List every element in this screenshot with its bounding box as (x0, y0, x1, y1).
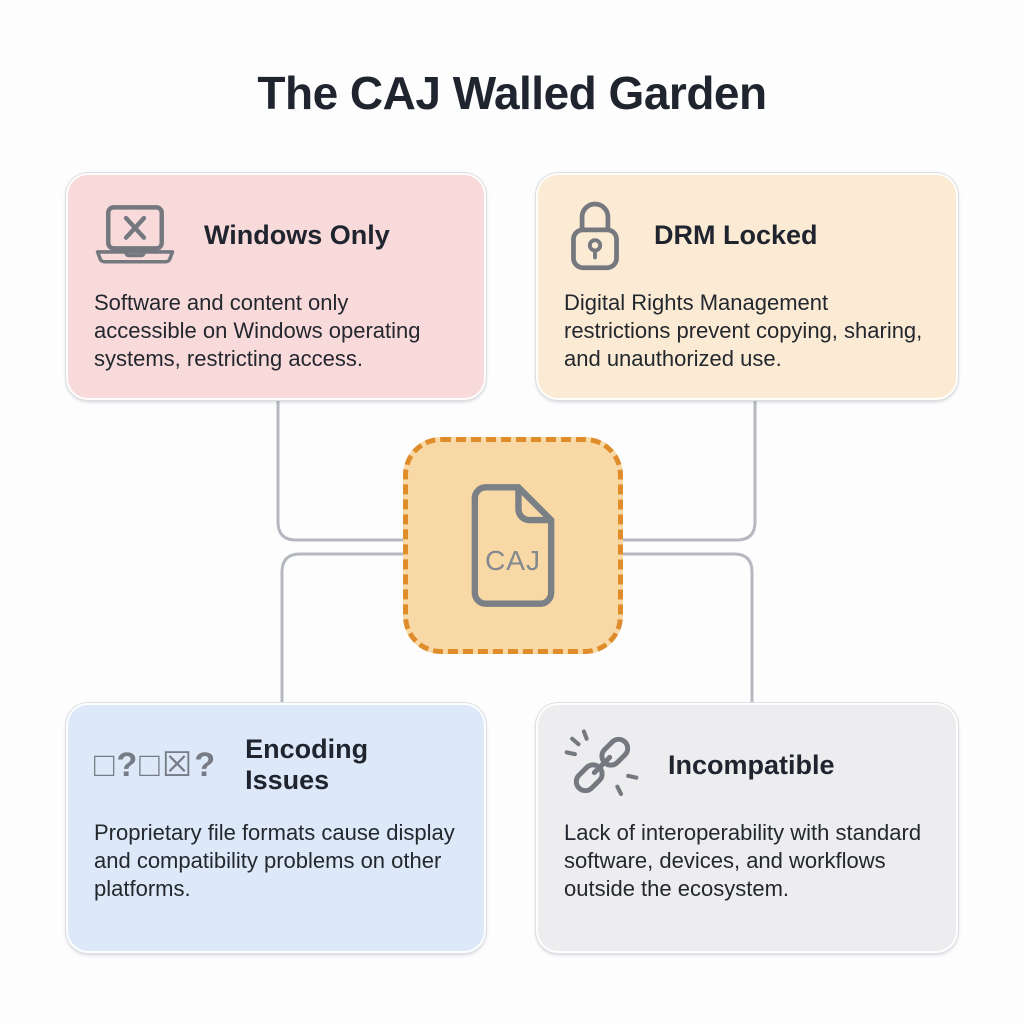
connector-bottom-left (280, 552, 403, 703)
card-title: Incompatible (668, 749, 835, 780)
caj-label: CAJ (485, 545, 541, 576)
card-drm-locked: DRM Locked Digital Rights Management res… (536, 173, 958, 400)
card-windows-only: Windows Only Software and content only a… (66, 173, 486, 400)
card-body: Lack of interoperability with standard s… (564, 820, 922, 901)
card-title: DRM Locked (654, 219, 818, 250)
card-incompatible: Incompatible Lack of interoperability wi… (536, 703, 958, 953)
connector-bottom-right (623, 552, 754, 703)
caj-file-icon: CAJ (471, 484, 555, 607)
card-title: Windows Only (204, 219, 390, 250)
card-encoding-issues: □?□☒? Encoding Issues Proprietary file f… (66, 703, 486, 953)
card-header: DRM Locked (564, 195, 928, 275)
mojibake-glyphs-icon: □?□☒? (94, 746, 218, 784)
connector-top-right (623, 400, 757, 542)
card-body: Software and content only accessible on … (94, 290, 421, 371)
card-title: Encoding Issues (245, 734, 369, 795)
caj-center-node: CAJ (403, 437, 623, 654)
broken-link-icon (564, 729, 639, 796)
laptop-x-icon (95, 205, 175, 264)
connector-top-left (276, 400, 403, 542)
card-header: □?□☒? Encoding Issues (94, 725, 456, 805)
page-title: The CAJ Walled Garden (257, 67, 767, 119)
card-body: Proprietary file formats cause display a… (94, 820, 455, 901)
card-body: Digital Rights Management restrictions p… (564, 290, 923, 371)
card-header: Incompatible (564, 725, 928, 805)
card-header: Windows Only (94, 195, 456, 275)
padlock-icon (571, 201, 619, 271)
